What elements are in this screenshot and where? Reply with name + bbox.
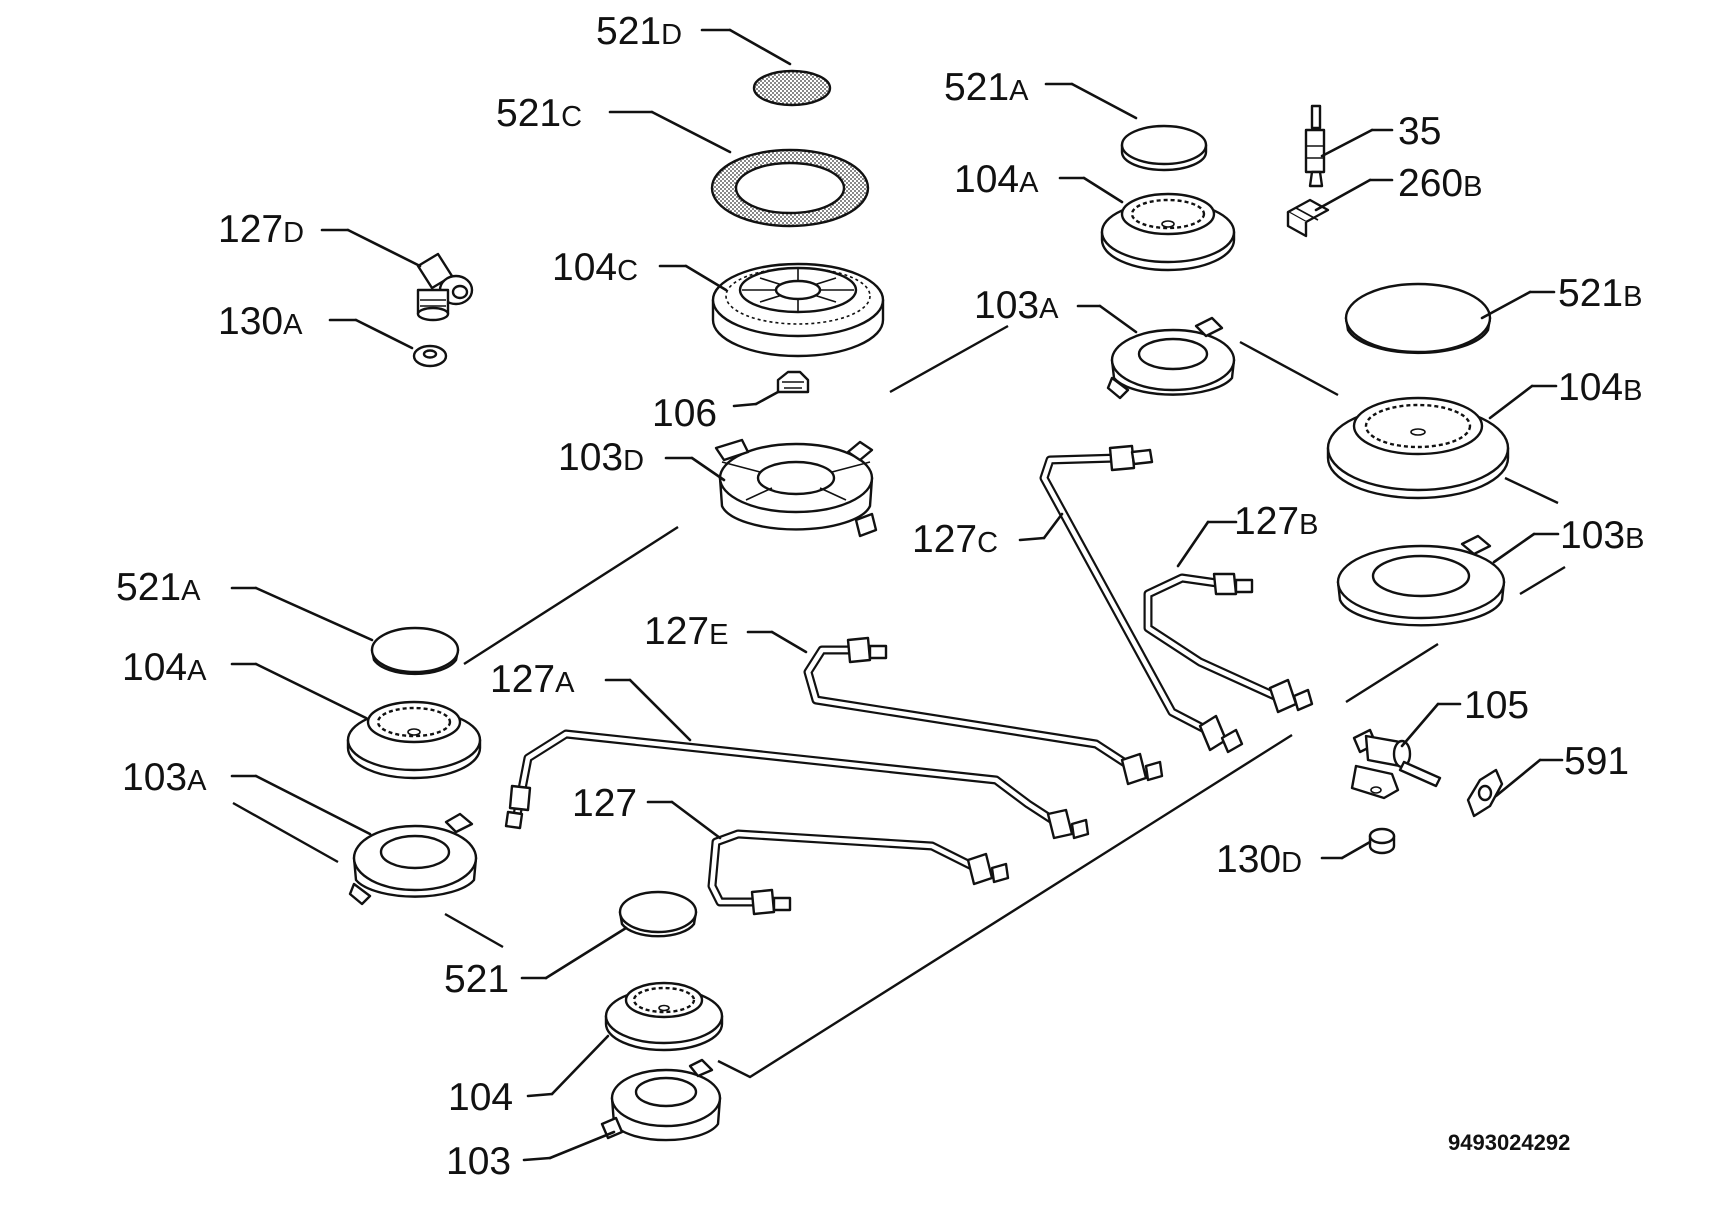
part-104-spreader bbox=[604, 981, 724, 1052]
label-521: 521 bbox=[444, 958, 509, 1001]
part-103A-left-base bbox=[348, 812, 478, 906]
label-591: 591 bbox=[1564, 740, 1629, 783]
label-103A-left: 103A bbox=[122, 756, 207, 799]
part-521A-right-cap bbox=[1120, 124, 1208, 172]
part-105-valve bbox=[1350, 728, 1442, 800]
label-521A-right: 521A bbox=[944, 66, 1029, 109]
part-521B-cap bbox=[1344, 282, 1492, 355]
part-591-nut bbox=[1466, 768, 1504, 818]
label-104A-right: 104A bbox=[954, 158, 1039, 201]
label-127: 127 bbox=[572, 782, 637, 825]
label-127E: 127E bbox=[644, 610, 728, 653]
label-103D: 103D bbox=[558, 436, 644, 479]
label-127B: 127B bbox=[1234, 500, 1318, 543]
label-521B: 521B bbox=[1558, 272, 1642, 315]
part-104C-spreader bbox=[711, 262, 885, 358]
label-104C: 104C bbox=[552, 246, 638, 289]
part-103-base bbox=[600, 1058, 722, 1142]
label-103: 103 bbox=[446, 1140, 511, 1183]
leader-lines bbox=[230, 28, 1564, 1162]
part-103D-base bbox=[714, 438, 878, 538]
part-35-electrode bbox=[1304, 104, 1326, 188]
label-106: 106 bbox=[652, 392, 717, 435]
part-labels: 521D 521C 127D 130A 104C 106 103D 521A 1… bbox=[116, 10, 1644, 1183]
label-521D-top: 521D bbox=[596, 10, 682, 53]
label-127D: 127D bbox=[218, 208, 304, 251]
label-130D: 130D bbox=[1216, 838, 1302, 881]
assembly-guide-lines bbox=[232, 324, 1566, 1079]
part-127D-elbow bbox=[416, 252, 474, 322]
label-127C: 127C bbox=[912, 518, 998, 561]
part-521D-cap bbox=[752, 69, 832, 107]
label-127A: 127A bbox=[490, 658, 575, 701]
reference-number: 9493024292 bbox=[1448, 1130, 1570, 1155]
part-104B-spreader bbox=[1326, 396, 1510, 500]
label-35: 35 bbox=[1398, 110, 1441, 153]
label-521A-left: 521A bbox=[116, 566, 201, 609]
part-260B-clip bbox=[1286, 198, 1330, 238]
part-103A-right-base bbox=[1106, 316, 1236, 400]
part-521-cap bbox=[618, 890, 698, 938]
label-104A-left: 104A bbox=[122, 646, 207, 689]
part-130D-washer bbox=[1368, 827, 1396, 855]
part-521C-ring bbox=[710, 148, 870, 228]
label-104: 104 bbox=[448, 1076, 513, 1119]
label-105: 105 bbox=[1464, 684, 1529, 727]
part-521A-left-cap bbox=[370, 626, 460, 676]
label-521C: 521C bbox=[496, 92, 582, 135]
gas-pipes bbox=[511, 453, 1293, 907]
label-130A: 130A bbox=[218, 300, 303, 343]
part-106-injector bbox=[776, 370, 810, 394]
label-103A-right: 103A bbox=[974, 284, 1059, 327]
label-103B: 103B bbox=[1560, 514, 1644, 557]
pipe-fittings bbox=[504, 444, 1314, 916]
label-260B: 260B bbox=[1398, 162, 1482, 205]
part-103B-base bbox=[1336, 534, 1506, 627]
part-104A-right-spreader bbox=[1100, 192, 1236, 272]
label-104B: 104B bbox=[1558, 366, 1642, 409]
part-104A-left-spreader bbox=[346, 700, 482, 780]
part-130A-washer bbox=[412, 344, 448, 368]
